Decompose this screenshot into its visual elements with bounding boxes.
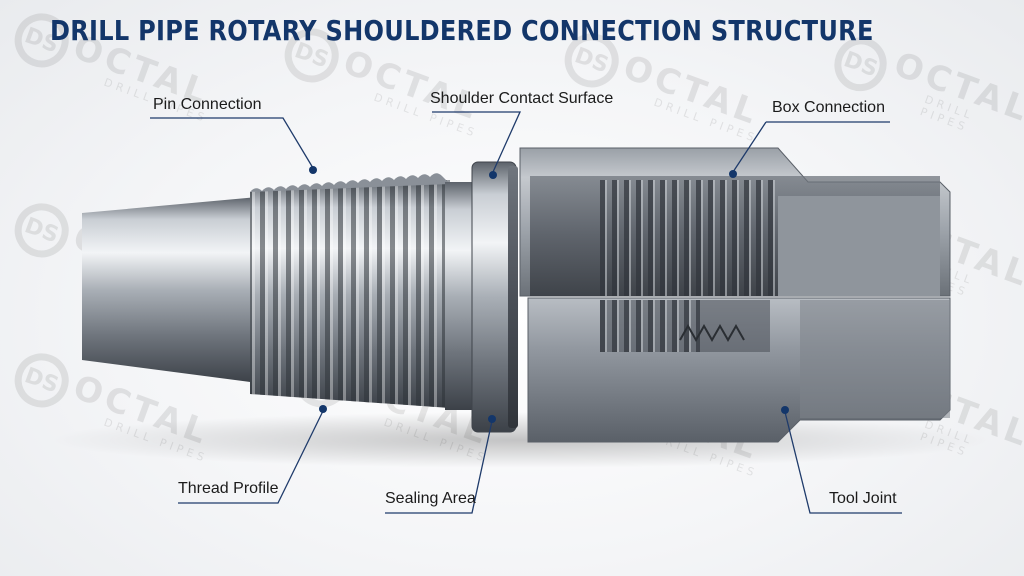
leader-tool-joint [784,411,902,514]
box-bore [778,196,940,296]
thread-crests [250,173,450,192]
label-shoulder-contact-surface: Shoulder Contact Surface [430,90,614,107]
box-window-threads [600,300,700,352]
dot-pin-connection [309,166,317,174]
label-sealing-area: Sealing Area [385,490,476,507]
leader-lines [150,111,902,514]
shoulder-ring-edge [508,166,518,428]
dot-sealing-area [488,415,496,423]
dot-thread-profile [319,405,327,413]
label-box-connection: Box Connection [772,99,885,116]
pin-thread-grooves [250,180,450,408]
dot-tool-joint [781,406,789,414]
leader-sealing-area [385,420,493,514]
dot-shoulder [489,171,497,179]
box-lower-face [800,300,950,418]
leader-shoulder [432,111,522,173]
leader-dots [309,166,789,423]
pin-nose [82,197,258,383]
label-thread-profile: Thread Profile [178,480,279,497]
label-tool-joint: Tool Joint [829,490,897,507]
page-title: DRILL PIPE ROTARY SHOULDERED CONNECTION … [49,14,874,47]
dot-box-connection [729,170,737,178]
label-pin-connection: Pin Connection [153,96,262,113]
thread-teeth [679,323,745,343]
leader-pin-connection [150,117,314,169]
leader-box-connection [732,121,890,173]
leader-thread-profile [178,410,324,504]
pin-neck [445,182,475,410]
box-internal-threads [598,180,778,296]
